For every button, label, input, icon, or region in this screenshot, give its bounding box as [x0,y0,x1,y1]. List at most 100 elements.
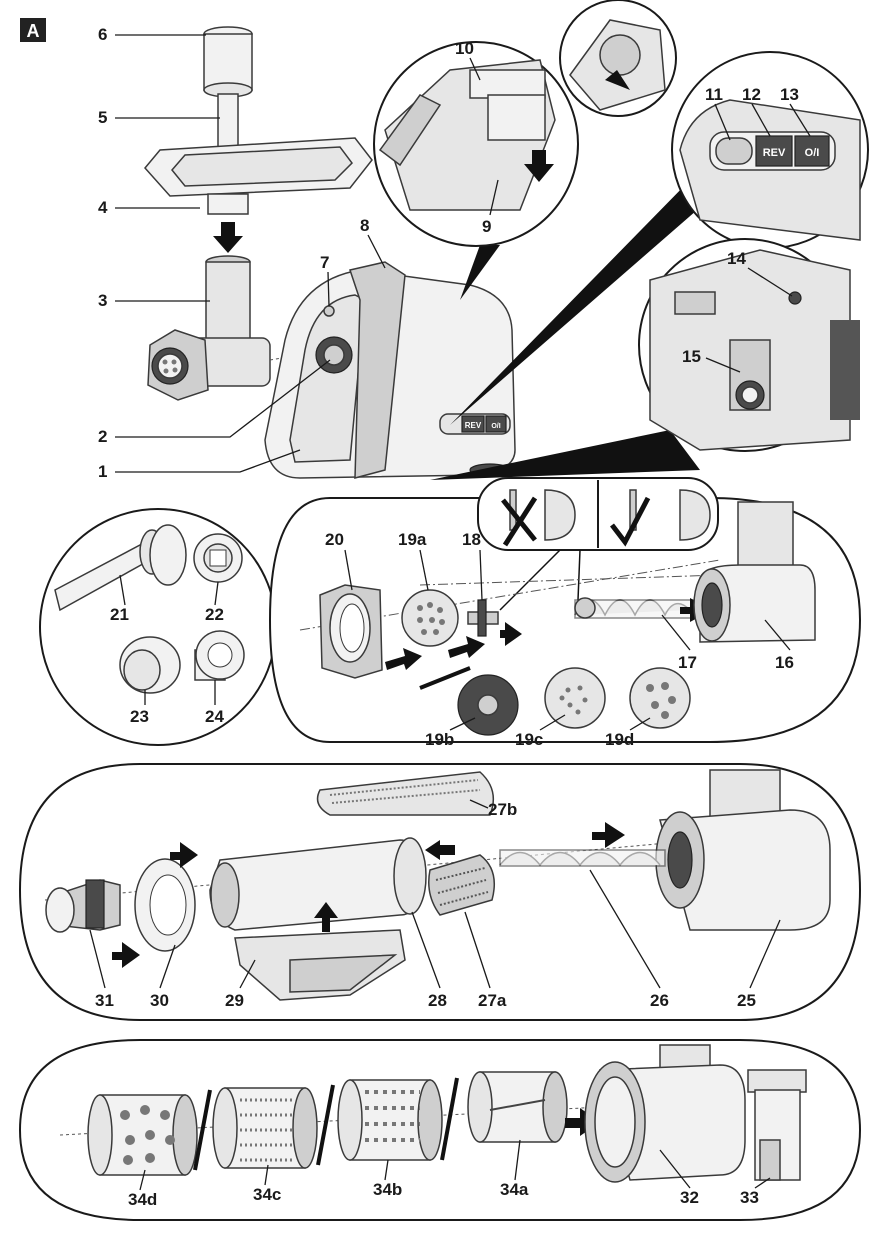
drum-34a [467,1071,568,1143]
callout-12: 12 [742,85,761,104]
callout-19b: 19b [425,730,454,749]
arrow-ring [385,648,422,670]
detail-onoff-label: O/I [805,147,820,159]
arrow-drum-in [565,1108,600,1136]
main-unit-group: REV O/I REV [98,0,869,481]
callout-34c: 34c [253,1185,281,1204]
callout-24: 24 [205,707,224,726]
kebbe-cone [119,636,181,694]
press-screw [499,849,666,867]
callout-34a: 34a [500,1180,529,1199]
press-tube [209,837,427,931]
cutting-blade [467,599,499,637]
sieve-half-bottom [428,854,495,916]
callout-11: 11 [705,85,723,104]
mincer-housing [147,255,271,401]
callout-5: 5 [98,108,107,127]
callout-21: 21 [110,605,129,624]
callout-7: 7 [320,253,329,272]
press-attachment-group: 27b 31 30 29 28 27a 26 25 [18,763,862,1021]
sausage-horn [54,524,187,612]
grater-pusher [747,1069,807,1181]
arrow-disc [448,636,485,658]
food-pusher [203,26,253,157]
callout-26: 26 [650,991,669,1010]
drum-34b [337,1079,443,1161]
callout-8: 8 [360,216,369,235]
callout-25: 25 [737,991,756,1010]
cutting-disc-fine [401,589,459,647]
callout-1: 1 [98,462,107,481]
callout-9: 9 [482,217,491,236]
drum-34c [212,1087,318,1169]
arrow-screw-in [592,822,625,848]
ring-nut [319,584,383,679]
arrow-tray-down [213,222,243,253]
disc-19c [544,667,606,729]
callout-34b: 34b [373,1180,402,1199]
callout-34d: 34d [128,1190,157,1209]
callout-27a: 27a [478,991,507,1010]
spacer-disc [193,533,243,583]
mincer-axis-1 [299,559,721,631]
detail-rev-label: REV [763,147,786,159]
callout-6: 6 [98,25,107,44]
callout-16: 16 [775,653,794,672]
motor-unit [264,261,516,479]
callout-19d: 19d [605,730,634,749]
motor-buttons: REV O/I [439,413,511,435]
callout-28: 28 [428,991,447,1010]
callout-3: 3 [98,291,107,310]
disc-19b [457,674,519,736]
correct-check-icon [610,496,651,547]
callout-20: 20 [325,530,344,549]
callout-22: 22 [205,605,224,624]
drum-34d [87,1094,198,1176]
callout-33: 33 [740,1188,759,1207]
callout-2: 2 [98,427,107,446]
callout-23: 23 [130,707,149,726]
detail-control-buttons: REV O/I [450,51,869,425]
press-ring [134,858,196,952]
callout-19a: 19a [398,530,427,549]
grater-attachment-group: 34d 34c 34b 34a 32 33 [18,1039,862,1221]
feeding-tray [144,137,373,215]
detail-storage-lid [373,41,579,300]
feed-screw [574,597,696,619]
figure-letter: A [27,21,40,41]
disc-19d [629,667,691,729]
detail-back-panel [430,238,860,480]
juice-tray [234,929,406,1001]
blade-orientation-box [477,477,719,611]
kebbe-shaper [194,630,245,681]
arrow-tray-up [314,902,338,932]
callout-10: 10 [455,39,474,58]
callout-30: 30 [150,991,169,1010]
callout-14: 14 [727,249,746,268]
motor-onoff-label: O/I [491,423,500,430]
press-end-cap [45,879,121,933]
callout-17: 17 [678,653,697,672]
callout-18: 18 [462,530,481,549]
arrow-sieve [425,840,455,860]
arrow-ring-right [170,842,198,868]
motor-rev-label: REV [465,421,482,430]
reverse-rocker-icon [715,137,753,165]
callout-29: 29 [225,991,244,1010]
figure-letter-badge: A [20,18,46,42]
press-housing [655,769,831,931]
callout-31: 31 [95,991,114,1010]
mincer-axis-2 [419,574,721,586]
callout-4: 4 [98,198,108,217]
callout-27b: 27b [488,800,517,819]
grater-housing [584,1044,746,1183]
mincing-attachment-group: 21 22 23 24 [39,477,862,749]
sieve-half-top [316,771,495,816]
arrow-storage-down [524,150,554,182]
callout-19c: 19c [515,730,543,749]
arrow-cap-right [112,942,140,968]
callout-32: 32 [680,1188,699,1207]
mincer-housing-side [693,501,816,643]
detail-lid-open [559,0,677,117]
